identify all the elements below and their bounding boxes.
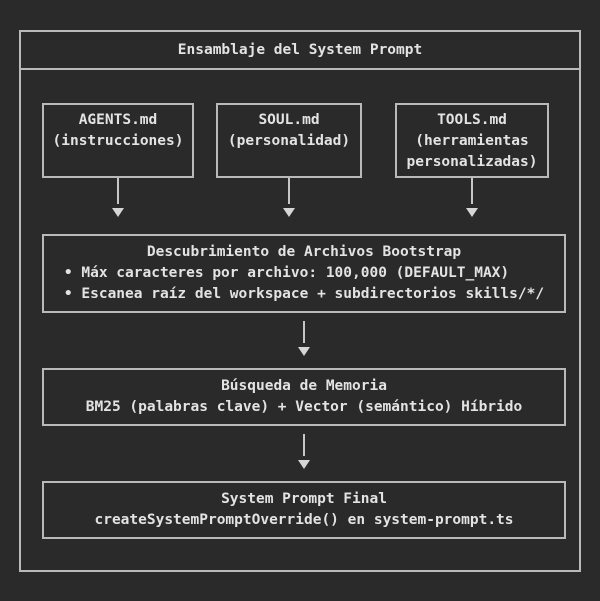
- arrow-stem: [117, 178, 119, 204]
- arrow-stem: [303, 434, 305, 456]
- bullet-scan-workspace: • Escanea raíz del workspace + subdirect…: [63, 286, 545, 302]
- stage-memory-title: Búsqueda de Memoria: [221, 378, 387, 394]
- arrow-head: [283, 208, 295, 217]
- diagram-title: Ensamblaje del System Prompt: [177, 41, 423, 58]
- stage-final-system-prompt: System Prompt Final createSystemPromptOv…: [42, 481, 566, 539]
- arrow-stem: [471, 178, 473, 204]
- diagram-title-bar: Ensamblaje del System Prompt: [21, 32, 579, 70]
- down-arrow-icon: [42, 321, 566, 356]
- bullet-max-chars: • Máx caracteres por archivo: 100,000 (D…: [63, 265, 510, 281]
- arrow-head: [298, 460, 310, 469]
- source-arrows-row: [42, 178, 566, 217]
- down-arrow-icon: [42, 434, 566, 469]
- arrow-head: [466, 208, 478, 217]
- stage-final-detail: createSystemPromptOverride() en system-p…: [94, 512, 514, 528]
- diagram-body: AGENTS.md (instrucciones) SOUL.md (perso…: [21, 103, 579, 539]
- node-agents-md: AGENTS.md (instrucciones): [42, 103, 194, 178]
- arrow-cell-soul: [216, 178, 362, 217]
- node-tools-md: TOOLS.md (herramientas personalizadas): [395, 103, 549, 178]
- node-soul-md: SOUL.md (personalidad): [216, 103, 362, 178]
- down-arrow-icon: [283, 178, 295, 217]
- stage-memory-search: Búsqueda de Memoria BM25 (palabras clave…: [42, 368, 566, 426]
- down-arrow-icon: [466, 178, 478, 217]
- stage-bootstrap-bullets: • Máx caracteres por archivo: 100,000 (D…: [64, 263, 544, 305]
- arrow-stem: [303, 321, 305, 343]
- node-agents-md-title: AGENTS.md: [78, 112, 158, 128]
- node-soul-md-title: SOUL.md: [258, 112, 320, 128]
- arrow-head: [112, 208, 124, 217]
- arrow-cell-agents: [42, 178, 194, 217]
- stage-memory-detail: BM25 (palabras clave) + Vector (semántic…: [85, 399, 523, 415]
- stage-final-title: System Prompt Final: [221, 491, 387, 507]
- node-tools-md-description: (herramientas personalizadas): [406, 133, 538, 170]
- arrow-stem: [288, 178, 290, 204]
- system-prompt-assembly-frame: Ensamblaje del System Prompt AGENTS.md (…: [19, 30, 581, 572]
- stage-bootstrap-title: Descubrimiento de Archivos Bootstrap: [146, 244, 462, 260]
- arrow-head: [298, 347, 310, 356]
- stage-bootstrap-discovery: Descubrimiento de Archivos Bootstrap • M…: [42, 234, 566, 313]
- node-agents-md-description: (instrucciones): [52, 133, 184, 149]
- down-arrow-icon: [112, 178, 124, 217]
- source-nodes-row: AGENTS.md (instrucciones) SOUL.md (perso…: [42, 103, 566, 178]
- node-tools-md-title: TOOLS.md: [437, 112, 507, 128]
- node-soul-md-description: (personalidad): [227, 133, 351, 149]
- arrow-cell-tools: [395, 178, 549, 217]
